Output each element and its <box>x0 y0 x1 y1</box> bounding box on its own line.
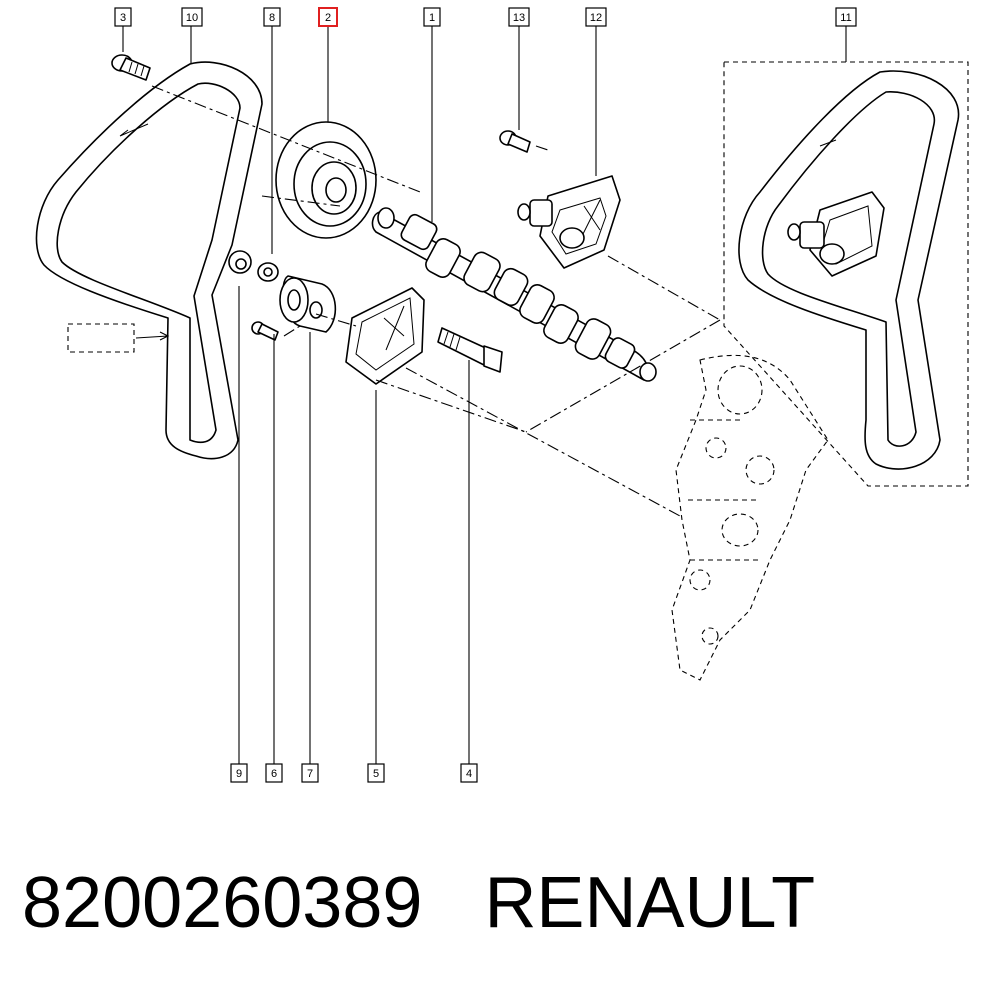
svg-text:3: 3 <box>120 12 126 24</box>
callout-3: 3 <box>114 7 132 27</box>
bolt-part-4 <box>437 327 503 373</box>
svg-text:8: 8 <box>269 12 275 24</box>
callout-9: 9 <box>230 763 248 783</box>
callout-8: 8 <box>263 7 281 27</box>
bolt-part-13 <box>499 130 531 153</box>
callout-13: 13 <box>508 7 530 27</box>
callout-5: 5 <box>367 763 385 783</box>
belt-reference-box <box>67 323 135 353</box>
svg-text:2: 2 <box>325 12 331 24</box>
callout-11: 11 <box>835 7 857 27</box>
brand-name: RENAULT <box>484 863 816 943</box>
svg-text:10: 10 <box>186 12 198 24</box>
spacer-part-9 <box>228 250 252 274</box>
leader-lines <box>122 26 847 764</box>
svg-text:7: 7 <box>307 768 313 780</box>
belt-reference-arrow <box>135 331 170 341</box>
assembly-lines <box>151 85 721 517</box>
callout-1: 1 <box>423 7 441 27</box>
callout-10: 10 <box>181 7 203 27</box>
callout-2[interactable]: 2 <box>318 7 338 27</box>
detail-inset-part-11 <box>723 61 969 487</box>
svg-text:11: 11 <box>840 12 851 24</box>
washer-part-8 <box>257 262 279 282</box>
callout-12: 12 <box>585 7 607 27</box>
svg-text:12: 12 <box>590 12 602 24</box>
callout-4: 4 <box>460 763 478 783</box>
camshaft-sprocket-part-2 <box>275 121 377 239</box>
callout-7: 7 <box>301 763 319 783</box>
idler-pulley-part-7 <box>279 275 337 333</box>
part-caption: 8200260389 RENAULT <box>22 858 815 948</box>
timing-belt-part-10 <box>35 61 263 460</box>
svg-text:13: 13 <box>513 12 525 24</box>
svg-text:4: 4 <box>466 768 472 780</box>
bolt-part-6 <box>251 321 279 341</box>
part-number: 8200260389 <box>22 863 423 943</box>
svg-text:1: 1 <box>429 12 435 24</box>
tensioner-assembly-part-12 <box>517 175 621 269</box>
svg-text:6: 6 <box>271 768 277 780</box>
callout-6: 6 <box>265 763 283 783</box>
svg-text:5: 5 <box>373 768 379 780</box>
bolt-part-3 <box>111 54 151 81</box>
engine-block-outline <box>671 354 829 681</box>
svg-text:9: 9 <box>236 768 242 780</box>
camshaft-part-1 <box>371 207 657 382</box>
mounting-plate-part-5 <box>345 287 425 385</box>
